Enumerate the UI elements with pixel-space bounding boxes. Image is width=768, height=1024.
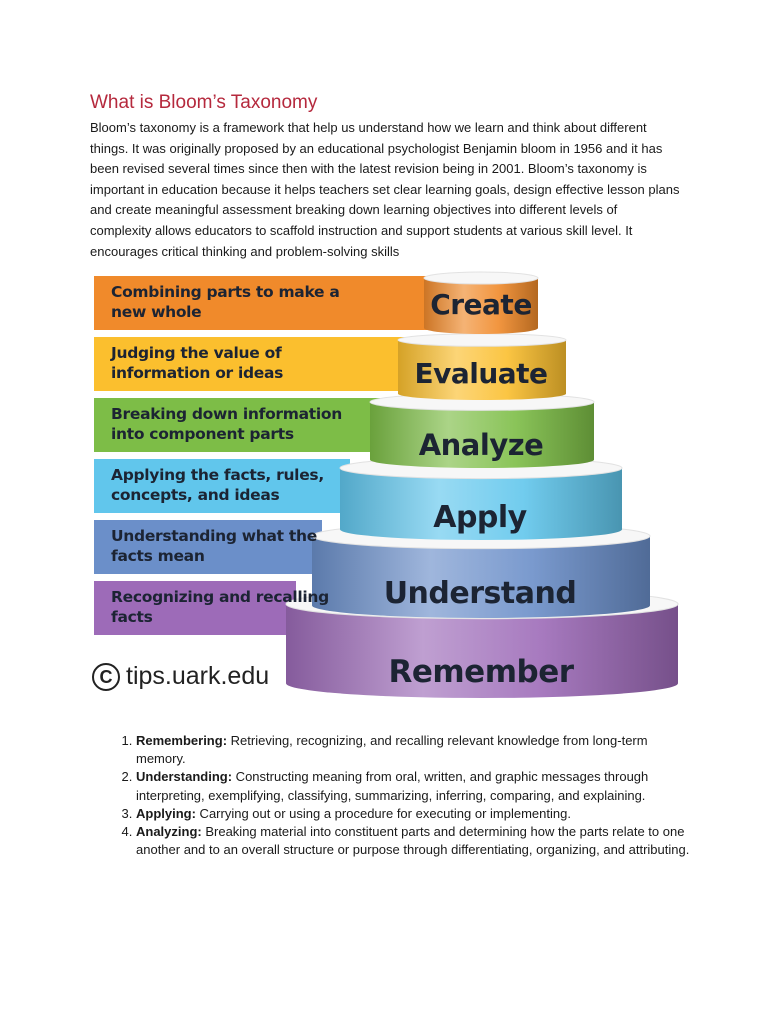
list-item: Remembering: Retrieving, recognizing, an… bbox=[136, 732, 696, 768]
level-label-apply: Apply bbox=[433, 500, 527, 535]
tier-top-evaluate bbox=[397, 333, 567, 347]
bloom-taxonomy-figure: Combining parts to make a new whole Judg… bbox=[0, 268, 768, 720]
level-strip-evaluate: Judging the value of information or idea… bbox=[94, 337, 351, 391]
levels-list: Remembering: Retrieving, recognizing, an… bbox=[112, 732, 696, 859]
tier-body-create bbox=[424, 278, 538, 334]
strip-bg-analyze bbox=[94, 398, 380, 452]
tier-body-evaluate bbox=[398, 340, 566, 400]
image-credit: C tips.uark.edu bbox=[92, 662, 269, 691]
list-text: Retrieving, recognizing, and recalling r… bbox=[136, 733, 648, 767]
level-description: Understanding what the facts mean bbox=[111, 527, 317, 565]
list-term: Remembering: bbox=[136, 733, 228, 748]
strip-bg-remember bbox=[94, 581, 296, 635]
level-strip-apply: Applying the facts, rules, concepts, and… bbox=[94, 459, 351, 513]
level-strip-create: Combining parts to make a new whole bbox=[94, 276, 351, 330]
list-text: Constructing meaning from oral, written,… bbox=[136, 769, 649, 803]
level-description: Judging the value of information or idea… bbox=[111, 344, 284, 382]
list-item: Analyzing: Breaking material into consti… bbox=[136, 823, 696, 859]
strip-bg-understand bbox=[94, 520, 322, 574]
level-label-analyze: Analyze bbox=[418, 428, 544, 462]
level-label-create: Create bbox=[430, 288, 532, 321]
level-strip-remember: Recognizing and recalling facts bbox=[94, 581, 351, 635]
credit-text: tips.uark.edu bbox=[126, 662, 270, 690]
level-description: Combining parts to make a new whole bbox=[111, 283, 340, 321]
list-text: Carrying out or using a procedure for ex… bbox=[195, 805, 571, 821]
level-description: Breaking down information into component… bbox=[111, 405, 342, 443]
tier-body-understand bbox=[312, 536, 650, 618]
strip-bg-evaluate bbox=[94, 337, 408, 391]
page-title: What is Bloom’s Taxonomy bbox=[90, 92, 318, 113]
tier-body-analyze bbox=[370, 402, 594, 468]
list-text: Breaking material into constituent parts… bbox=[136, 824, 690, 858]
list-term: Analyzing: bbox=[136, 824, 202, 840]
list-term: Applying: bbox=[136, 805, 196, 821]
tier-top-create bbox=[423, 271, 539, 285]
list-item: Applying: Carrying out or using a proced… bbox=[136, 805, 696, 823]
level-label-remember: Remember bbox=[388, 654, 574, 690]
level-label-evaluate: Evaluate bbox=[414, 357, 548, 390]
list-item: Understanding: Constructing meaning from… bbox=[136, 768, 696, 804]
strip-bg-create bbox=[94, 276, 434, 330]
tier-body-remember bbox=[286, 604, 678, 698]
level-strip-analyze: Breaking down information into component… bbox=[94, 398, 351, 452]
intro-paragraph: Bloom’s taxonomy is a framework that hel… bbox=[90, 120, 680, 259]
level-label-understand: Understand bbox=[383, 576, 577, 611]
strip-bg-apply bbox=[94, 459, 350, 513]
pyramid-graphic bbox=[94, 271, 679, 698]
tier-body-apply bbox=[340, 468, 622, 540]
list-term: Understanding: bbox=[136, 769, 233, 785]
level-strip-understand: Understanding what the facts mean bbox=[94, 520, 351, 574]
copyright-icon: C bbox=[92, 662, 120, 691]
level-description: Recognizing and recalling facts bbox=[111, 588, 329, 626]
level-description: Applying the facts, rules, concepts, and… bbox=[111, 466, 324, 504]
